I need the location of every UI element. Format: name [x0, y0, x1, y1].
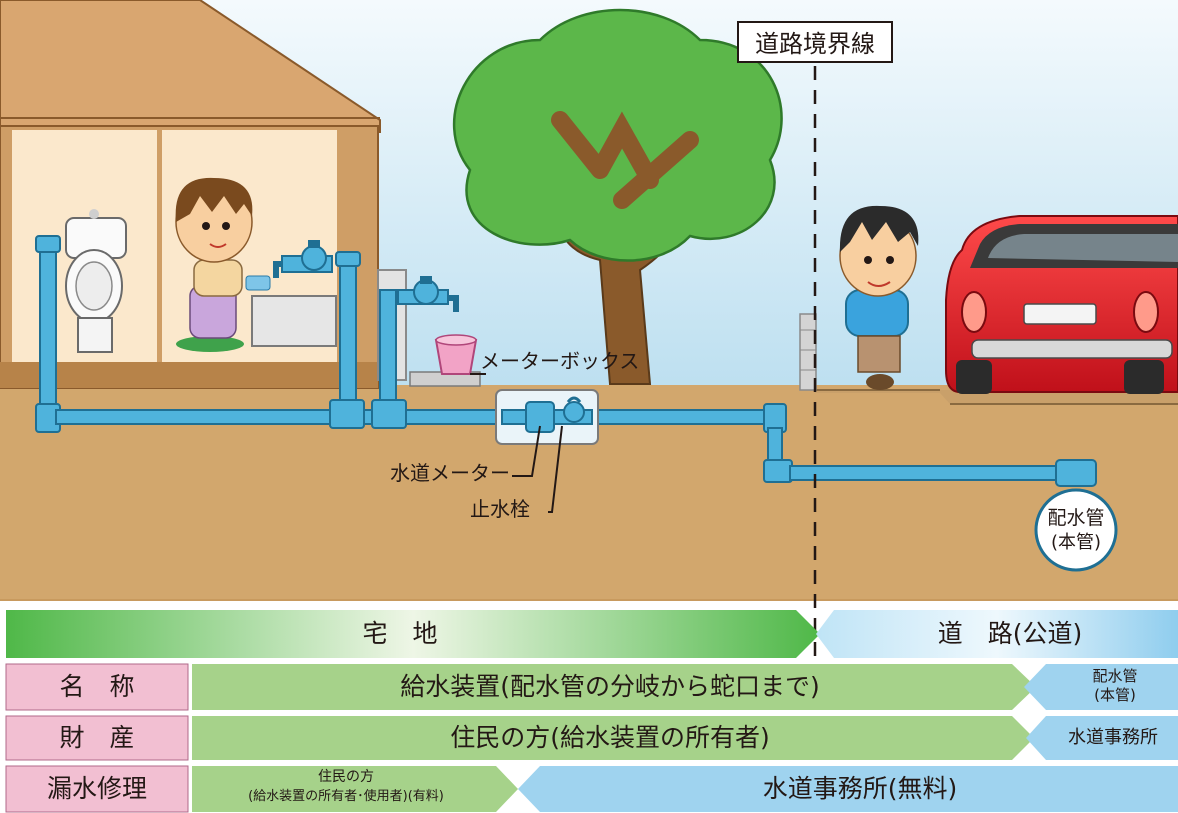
child-in-house: [175, 177, 271, 352]
road-boundary: 道路境界線: [737, 21, 893, 700]
sink: [251, 295, 337, 347]
main-pipe: 配水管 (本管): [1034, 459, 1118, 572]
road-zone-label: 道 路(公道): [937, 619, 1083, 648]
valve-callout-line: [548, 425, 563, 513]
road-boundary-label: 道路境界線: [755, 30, 875, 58]
row-name-road-1: 配水管: [1092, 667, 1138, 685]
zone-bar: [6, 610, 1178, 658]
walking-boy: [839, 205, 919, 390]
row-leak-private-1: 住民の方: [318, 769, 374, 785]
row-leak-label: 漏水修理: [46, 774, 147, 803]
row-leak-road: 水道事務所(無料): [762, 774, 958, 803]
main-pipe-sub-label: (本管): [1051, 532, 1101, 553]
meter-box-label: メーターボックス: [480, 349, 639, 373]
bucket: [434, 334, 478, 375]
meter-box: [495, 389, 599, 445]
tree: [452, 8, 783, 385]
road-zone-bar: [816, 610, 1178, 658]
water-meter-label: 水道メーター: [390, 461, 510, 485]
indoor-faucet-icon: [273, 240, 333, 278]
house: [0, 0, 381, 389]
boundary-wall: [799, 313, 817, 391]
row-property: [5, 715, 1178, 761]
private-zone-label: 宅 地: [362, 619, 438, 648]
road-surface: [815, 390, 1178, 404]
meter-callout-line: [512, 425, 541, 477]
row-name-private: 給水装置(配水管の分岐から蛇口まで): [400, 672, 820, 701]
row-name-label: 名 称: [59, 672, 135, 701]
car: [945, 215, 1178, 394]
row-property-label: 財 産: [59, 723, 135, 752]
private-zone-bar: [6, 610, 820, 658]
row-name-road-2: (本管): [1094, 686, 1136, 704]
row-property-road: 水道事務所: [1068, 727, 1158, 748]
toilet: [65, 209, 127, 353]
stop-valve-label: 止水栓: [470, 497, 530, 521]
row-leak-repair: [5, 765, 1178, 813]
row-property-private: 住民の方(給水装置の所有者): [450, 723, 770, 752]
row-leak-private-2: (給水装置の所有者･使用者)(有料): [248, 789, 444, 804]
row-name: [5, 663, 1178, 711]
supply-pipes: [35, 235, 1061, 483]
main-pipe-label: 配水管: [1047, 507, 1104, 529]
